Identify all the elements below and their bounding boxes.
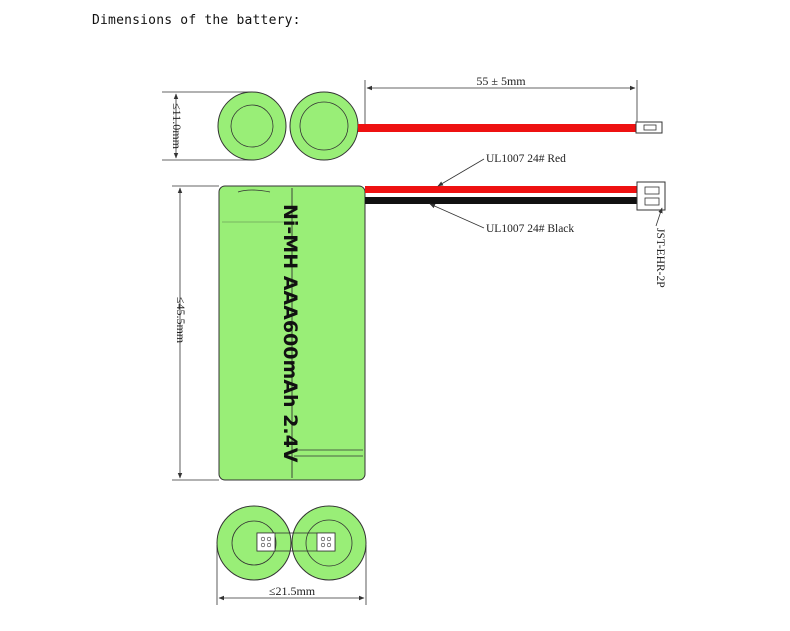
top-view [217, 91, 663, 161]
front-view: Ni-MH AAA600mAh 2.4V [218, 185, 366, 481]
red-wire [365, 186, 637, 193]
label-leaders: UL1007 24# Red UL1007 24# Black JST-EHR-… [429, 153, 666, 288]
cell-label: Ni-MH AAA600mAh 2.4V [279, 204, 301, 463]
wire-length-dimension: 55 ± 5mm [364, 74, 638, 124]
front-wires [365, 181, 666, 211]
connector-front [636, 181, 666, 211]
red-wire-label: UL1007 24# Red [486, 153, 566, 165]
page-heading: Dimensions of the battery: [92, 13, 301, 28]
wire-length-label: 55 ± 5mm [476, 74, 526, 88]
connector-top [635, 121, 663, 134]
body-height-dimension: ≤45.5mm [172, 185, 219, 481]
bottom-view [216, 505, 367, 581]
connector-label: JST-EHR-2P [654, 228, 666, 288]
height-small-dimension: ≤11.0mm [162, 91, 252, 161]
black-wire [365, 197, 637, 204]
width-dimension: ≤21.5mm [216, 545, 367, 605]
black-wire-label: UL1007 24# Black [486, 223, 574, 235]
red-wire-top [358, 124, 636, 132]
body-height-label: ≤45.5mm [174, 297, 188, 344]
height-small-label: ≤11.0mm [170, 103, 184, 149]
width-label: ≤21.5mm [269, 584, 316, 598]
